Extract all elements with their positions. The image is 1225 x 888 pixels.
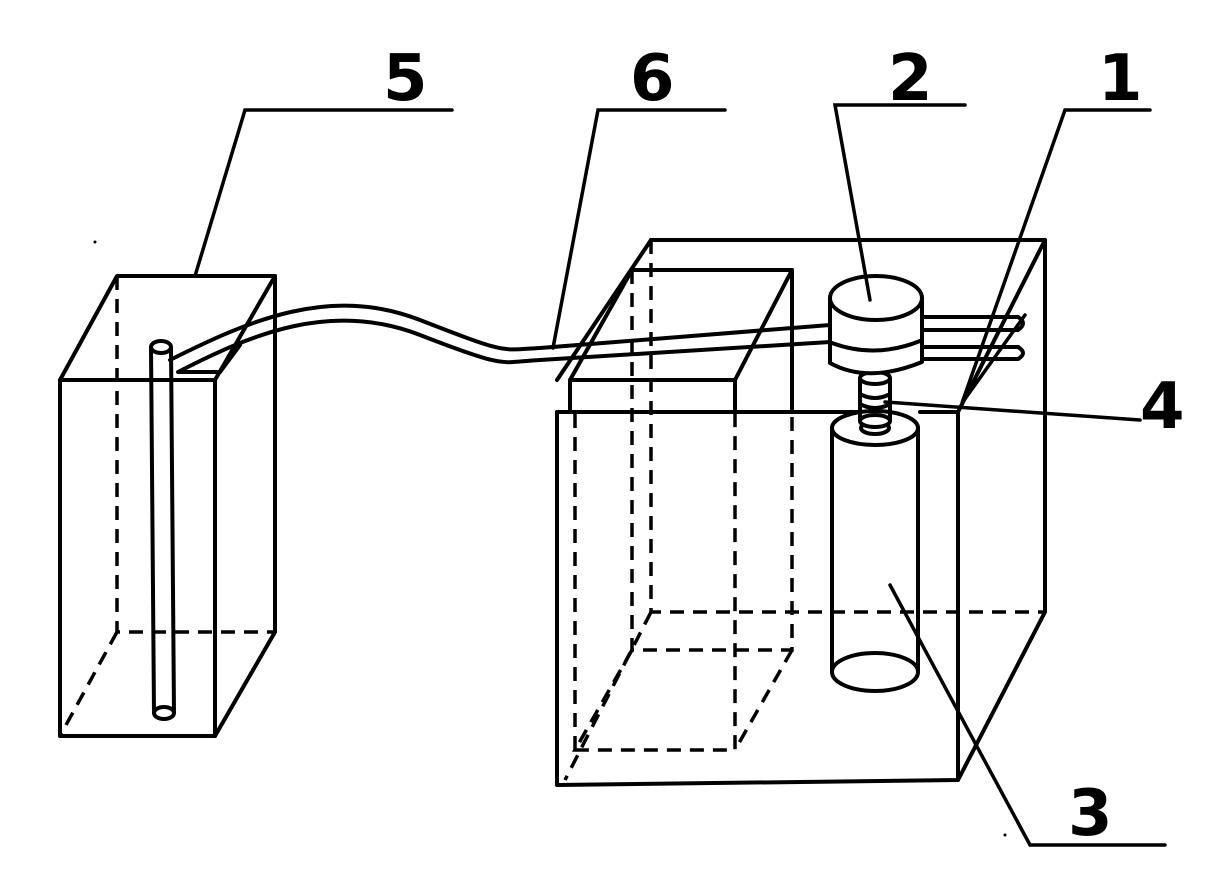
hose [168, 303, 832, 374]
label-4: 4 [1140, 370, 1185, 444]
label-5: 5 [383, 42, 428, 116]
label-6: 6 [630, 42, 675, 116]
label-3: 3 [1068, 777, 1113, 851]
dip-pipe [149, 339, 176, 721]
label-1: 1 [1098, 42, 1143, 116]
label-2: 2 [888, 42, 933, 116]
pump-head [828, 274, 1025, 376]
tube-cylinder [830, 409, 920, 693]
leader-lines [193, 103, 1167, 847]
large-container [555, 238, 1047, 787]
small-container [58, 274, 277, 738]
connector [858, 370, 892, 429]
